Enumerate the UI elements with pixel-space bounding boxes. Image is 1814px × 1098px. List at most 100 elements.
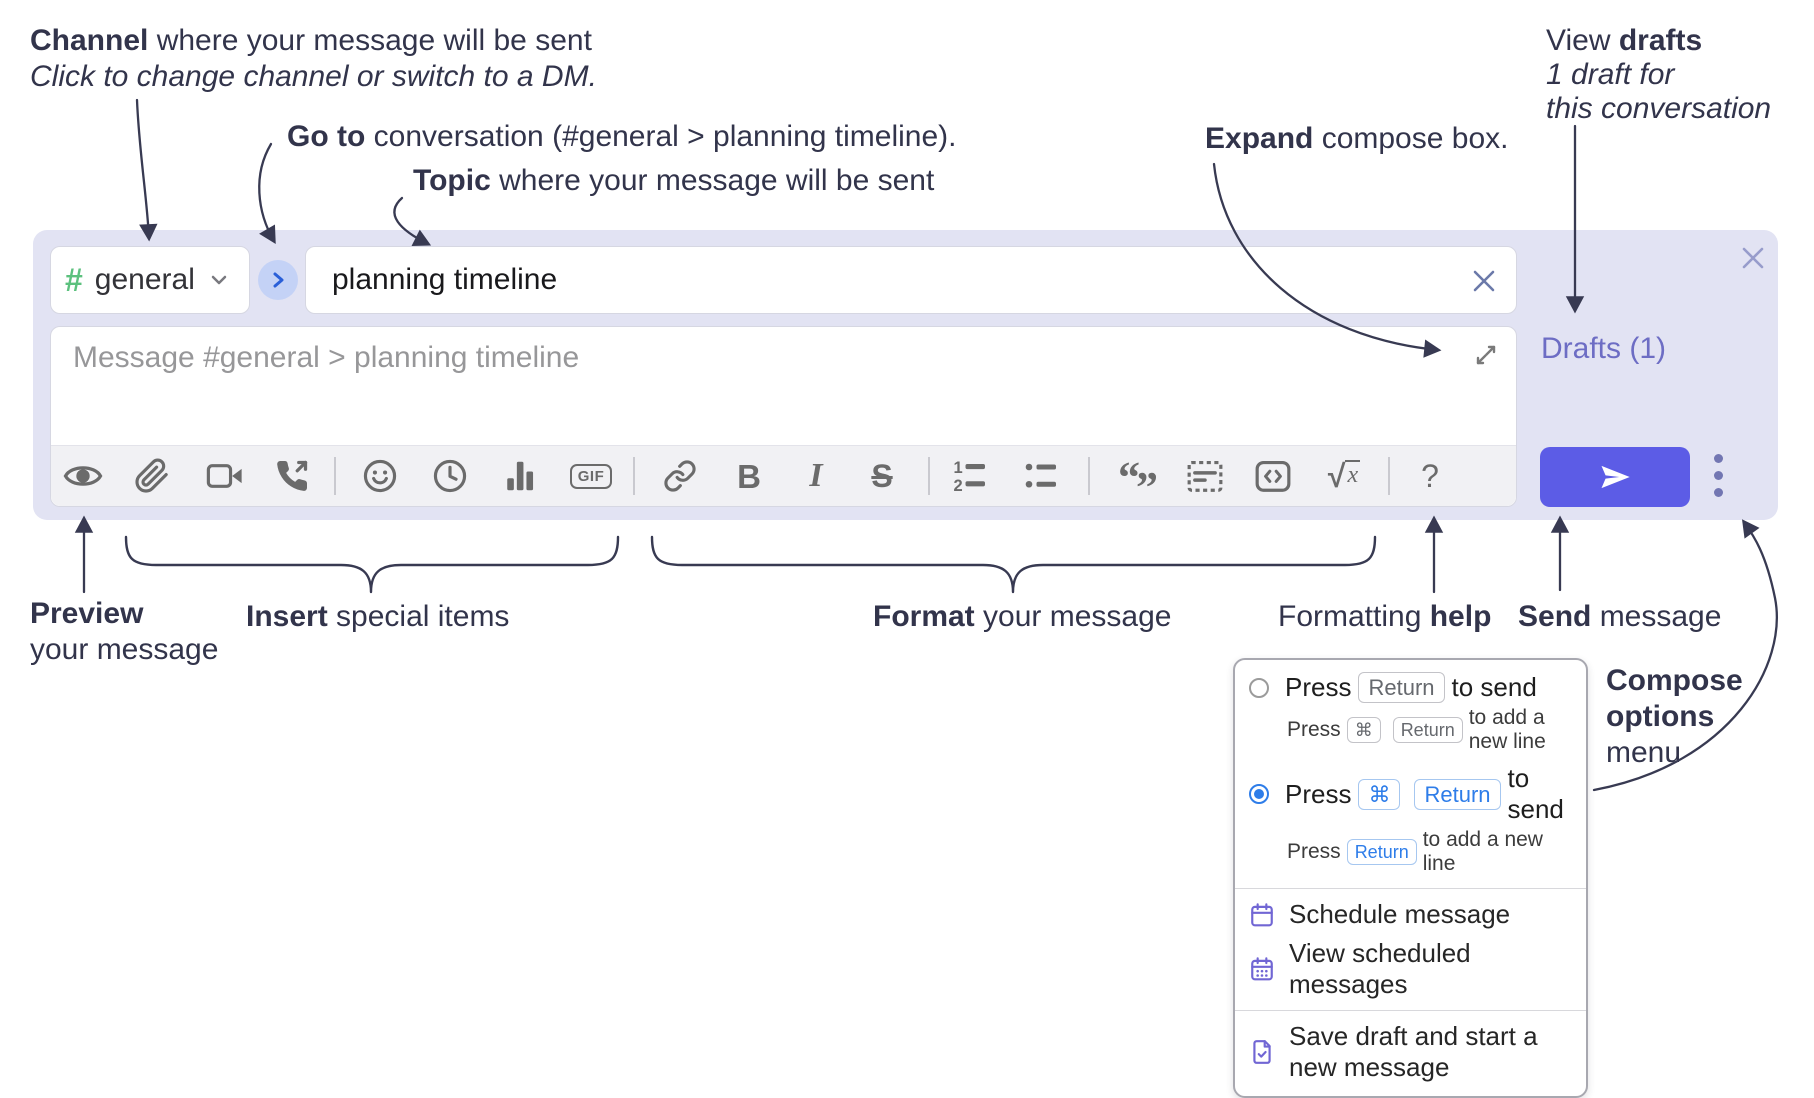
annotation-compose-options-bold1: Compose [1606, 664, 1743, 697]
topic-value: planning timeline [332, 263, 558, 296]
annotation-preview-line1: Preview [30, 597, 143, 631]
message-input[interactable]: Message #general > planning timeline [50, 326, 1517, 512]
annotation-topic-bold: Topic [413, 164, 491, 197]
spoiler-button[interactable] [1183, 454, 1227, 498]
close-icon [1473, 270, 1495, 292]
menu-item-label: Save draft and start a new message [1289, 1021, 1538, 1082]
quote-open-glyph: “ [1118, 453, 1140, 502]
schedule-time-button[interactable] [428, 454, 472, 498]
annotation-compose-options-line3: menu [1606, 736, 1682, 769]
svg-text:1: 1 [954, 459, 963, 477]
smiley-icon [363, 459, 397, 493]
menu-item-save-draft-new-message[interactable]: Save draft and start a new message [1249, 1017, 1572, 1087]
code-button[interactable] [1251, 454, 1295, 498]
video-call-button[interactable] [203, 454, 247, 498]
svg-text:2: 2 [954, 477, 963, 494]
poll-button[interactable] [498, 454, 542, 498]
goto-connector-arrow [258, 142, 276, 244]
emoji-button[interactable] [358, 454, 402, 498]
formatting-help-button[interactable]: ? [1408, 454, 1452, 498]
annotation-channel-rest: where your message will be sent [148, 24, 592, 57]
strikethrough-button[interactable]: S [860, 454, 904, 498]
option-press-cmd-return-to-send[interactable]: Press ⌘ Return to send [1249, 760, 1572, 828]
phone-outgoing-icon [277, 460, 308, 491]
bulleted-list-button[interactable] [1019, 454, 1063, 498]
drafts-link[interactable]: Drafts (1) [1541, 332, 1667, 365]
toolbar-divider [1388, 457, 1390, 495]
calendar-dots-icon [1251, 957, 1273, 981]
option-press-return-to-send[interactable]: Press Return to send [1249, 669, 1572, 706]
option-enter-subtext: Press ⌘ Return to add a new line [1287, 706, 1572, 760]
kbd-return: Return [1392, 717, 1463, 743]
annotation-format-bold: Format [873, 600, 975, 633]
toolbar-divider [928, 457, 930, 495]
quote-button[interactable]: “ ” [1116, 453, 1160, 512]
radio-unselected-icon[interactable] [1249, 677, 1269, 698]
press-label: Press [1287, 718, 1341, 741]
kbd-cmd: ⌘ [1346, 717, 1381, 743]
attach-file-button[interactable] [130, 454, 174, 498]
annotation-formatting-help: Formatting help [1278, 600, 1491, 634]
kbd-return: Return [1358, 672, 1445, 703]
new-line-label: to add a new line [1468, 706, 1546, 753]
ellipsis-dot [1714, 454, 1723, 463]
press-label: Press [1287, 840, 1341, 863]
expand-icon [1476, 345, 1496, 365]
preview-message-button[interactable] [61, 454, 105, 498]
send-paper-plane-icon [1601, 465, 1630, 489]
annotation-topic: Topic where your message will be sent [413, 164, 934, 198]
video-camera-icon [206, 464, 242, 488]
chevron-down-icon [211, 275, 227, 285]
draft-check-icon [1253, 1040, 1271, 1064]
insert-link-button[interactable] [658, 454, 702, 498]
math-button[interactable]: √ x [1322, 454, 1366, 498]
kbd-return: Return [1346, 839, 1417, 865]
channel-selector[interactable]: # general [50, 246, 250, 314]
chevron-right-icon [273, 272, 284, 288]
annotation-send: Send message [1518, 600, 1721, 634]
menu-divider [1235, 888, 1586, 889]
annotation-help-pre: Formatting [1278, 600, 1430, 633]
annotation-goto-rest: conversation (#general > planning timeli… [365, 120, 957, 153]
annotation-goto-bold: Go to [287, 120, 366, 153]
annotation-view-drafts-pre: View [1546, 24, 1619, 57]
annotation-compose-options-line1: Compose [1606, 664, 1743, 698]
insert-items-brace [124, 535, 620, 594]
compose-options-menu-button[interactable] [1714, 454, 1723, 497]
annotation-insert-bold: Insert [246, 600, 328, 633]
annotation-topic-rest: where your message will be sent [490, 164, 935, 197]
code-icon [1255, 460, 1291, 492]
toolbar-divider [334, 457, 336, 495]
topic-clear-button[interactable] [1468, 265, 1500, 297]
bold-button[interactable]: B [727, 454, 771, 498]
annotation-expand-bold: Expand [1205, 122, 1314, 155]
topic-input[interactable]: planning timeline [305, 246, 1517, 314]
italic-button[interactable]: I [794, 454, 838, 498]
annotation-view-drafts-line3: this conversation [1546, 92, 1772, 125]
annotation-channel-line2: Click to change channel or switch to a D… [30, 60, 597, 93]
gif-button[interactable]: GIF [569, 454, 613, 498]
sqrt-glyph: √ [1327, 458, 1346, 494]
annotation-goto: Go to conversation (#general > planning … [287, 120, 957, 154]
menu-item-view-scheduled-messages[interactable]: View scheduled messages [1249, 934, 1572, 1004]
expand-compose-button[interactable] [1472, 341, 1500, 369]
channel-connector-arrow [135, 98, 158, 242]
compose-options-popup: Press Return to send Press ⌘ Return to a… [1233, 658, 1588, 1098]
clock-icon [433, 459, 467, 493]
menu-item-schedule-message[interactable]: Schedule message [1249, 895, 1572, 934]
send-button[interactable] [1540, 447, 1690, 507]
format-message-brace [650, 535, 1377, 594]
annotation-send-rest: message [1591, 600, 1722, 633]
annotation-view-drafts-line2: 1 draft for [1546, 58, 1675, 91]
radio-selected-icon[interactable] [1249, 784, 1269, 804]
paperclip-icon [135, 458, 168, 493]
option-cmd-enter-subtext: Press Return to add a new line [1287, 828, 1572, 882]
go-to-conversation-button[interactable] [258, 260, 298, 300]
channel-hash-icon: # [65, 261, 83, 298]
calendar-icon [1251, 902, 1273, 926]
annotation-compose-options-line2: options [1606, 700, 1714, 734]
voice-call-button[interactable] [270, 454, 314, 498]
close-compose-button[interactable] [1737, 242, 1769, 274]
